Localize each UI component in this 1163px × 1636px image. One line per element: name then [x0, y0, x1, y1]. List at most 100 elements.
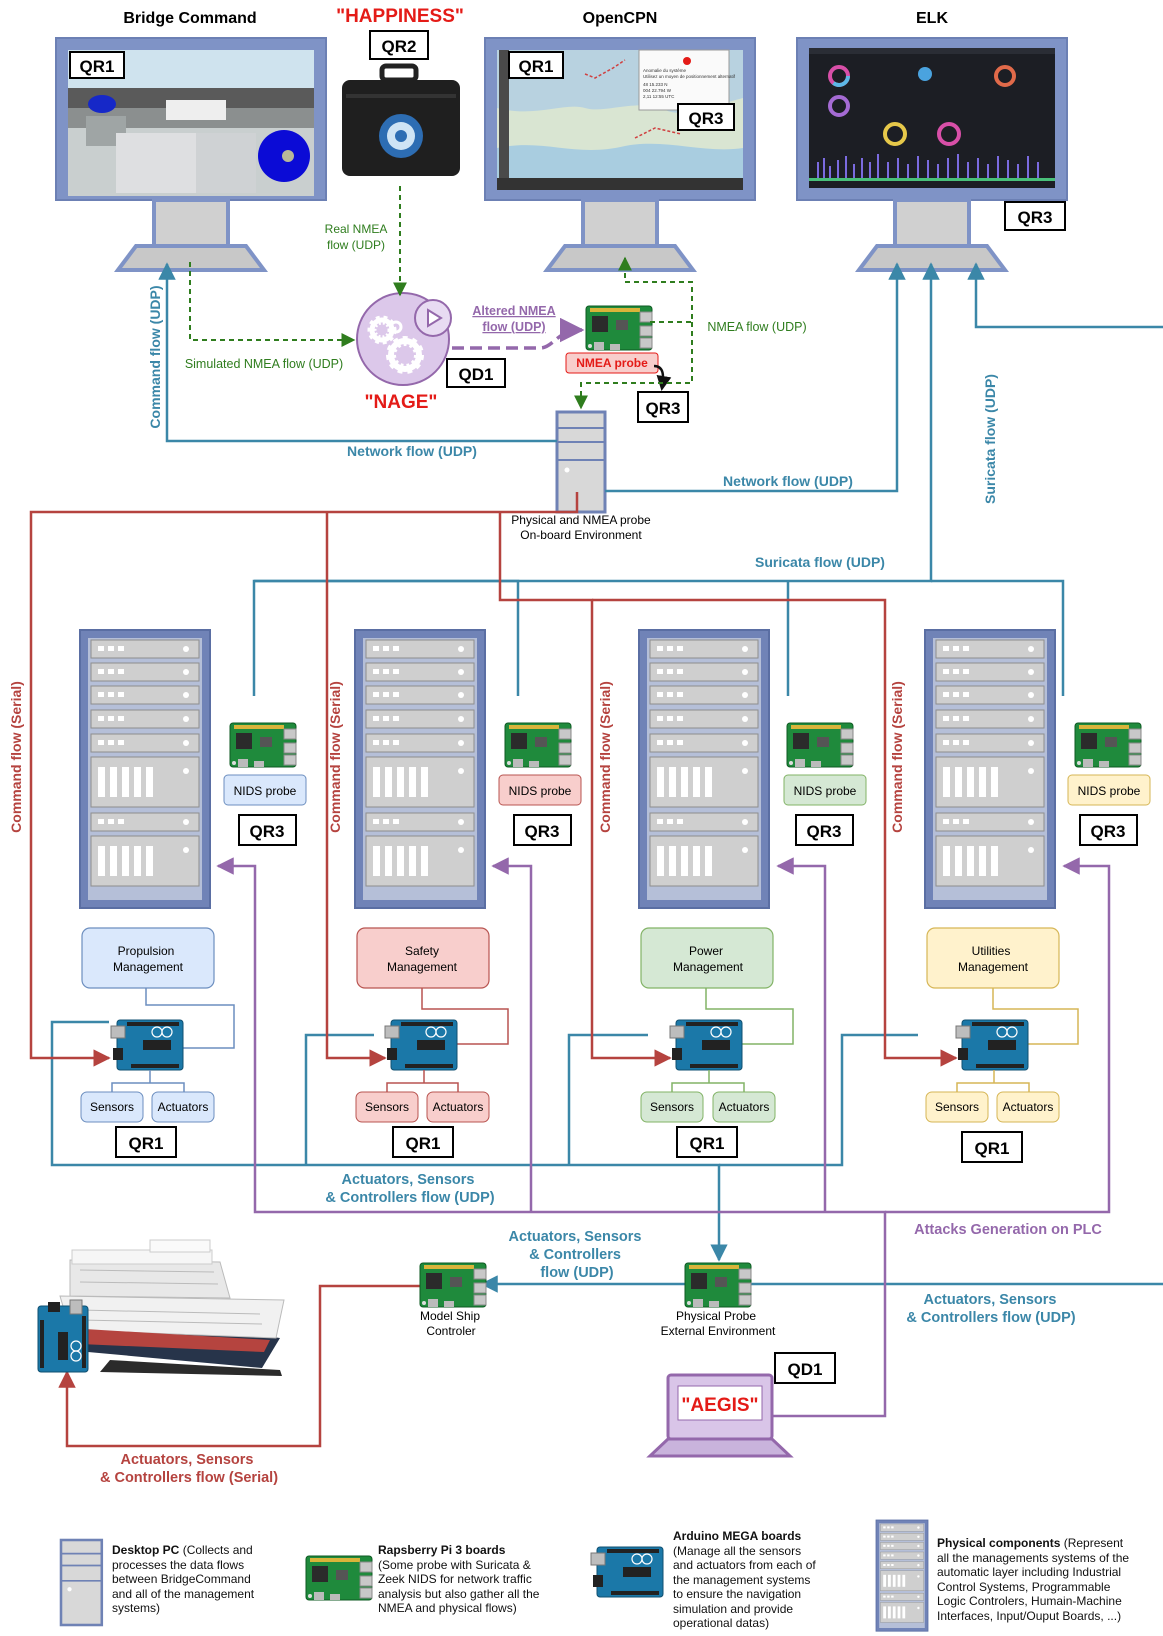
legend-arduino: Arduino MEGA boards (Manage all the sens…: [673, 1529, 843, 1631]
legend-physical-line2: all the managements systems of the: [937, 1550, 1130, 1565]
nids-probe-label-3: NIDS probe: [794, 784, 857, 798]
arduino-qr1-tag-1: QR1: [129, 1134, 164, 1153]
legend-raspberry-title: Rapsberry Pi 3 boards: [378, 1543, 506, 1557]
nids-qr3-tag-4: QR3: [1091, 822, 1126, 841]
nmea-probe-to-qr3-arrow: [653, 364, 672, 391]
happiness-case: [342, 63, 460, 176]
real-nmea-label-1: Real NMEA: [325, 222, 388, 236]
model-ship-image: [56, 1239, 285, 1376]
legend-raspberry: Rapsberry Pi 3 boards (Some probe with S…: [378, 1543, 578, 1616]
elk-title: ELK: [916, 10, 948, 27]
utilities-rack: [924, 629, 1056, 909]
desktop-pc-label-1: Physical and NMEA probe: [511, 513, 651, 527]
nids-probe-label-2: NIDS probe: [509, 784, 572, 798]
arduino-board-1: [110, 1019, 184, 1071]
nids-qr3-tag-1: QR3: [250, 822, 285, 841]
power-label-1: Power: [689, 944, 723, 958]
nmea-probe-label: NMEA probe: [576, 356, 648, 370]
altered-nmea-label-2: flow (UDP): [482, 320, 545, 334]
attacks-generation-label: Attacks Generation on PLC: [914, 1222, 1102, 1238]
nids-probe-board-4: [1074, 722, 1142, 768]
actuators-label-3: Actuators: [719, 1100, 770, 1114]
arduino-board-3: [669, 1019, 743, 1071]
nids-probe-board-2: [504, 722, 572, 768]
asc-mid-label-1: Actuators, Sensors: [509, 1229, 642, 1245]
aegis-label: "AEGIS": [681, 1395, 758, 1416]
opencpn-popup-line4: 004 22.794 W: [643, 88, 672, 93]
elk-qr3-tag: QR3: [1018, 208, 1053, 227]
nmea-probe-board: [585, 305, 653, 351]
sensors-label-1: Sensors: [90, 1100, 134, 1114]
legend-raspberry-line1: (Some probe with Suricata &: [378, 1557, 531, 1572]
nids-qr3-tag-3: QR3: [807, 822, 842, 841]
sensors-label-4: Sensors: [935, 1100, 979, 1114]
legend-desktop-line4: and all of the management: [112, 1586, 255, 1601]
model-ship-controller-board: [419, 1262, 487, 1308]
legend-desktop: Desktop PC (Collects and processes the d…: [112, 1543, 290, 1616]
asc-mid-label-3: flow (UDP): [540, 1265, 613, 1281]
sensors-label-3: Sensors: [650, 1100, 694, 1114]
legend-raspberry-icon: [305, 1555, 373, 1601]
legend-arduino-title: Arduino MEGA boards: [673, 1529, 802, 1543]
nids-probe-board-3: [786, 722, 854, 768]
legend-physical: Physical components (Represent all the m…: [937, 1536, 1162, 1623]
legend-physical-line4: Control Systems, Programmable: [937, 1579, 1111, 1594]
legend-desktop-title: Desktop PC: [112, 1543, 180, 1557]
nmea-flow-label: NMEA flow (UDP): [707, 320, 806, 334]
legend-desktop-line1: (Collects and: [179, 1543, 253, 1557]
legend-rack-icon: [875, 1519, 929, 1632]
bridge-command-screen: [68, 50, 314, 196]
network-blue-flows: [50, 262, 1163, 1293]
arduino-board-4: [955, 1019, 1029, 1071]
command-serial-red-flows: [29, 492, 958, 1448]
bridge-command-title: Bridge Command: [123, 10, 256, 27]
legend-arduino-line5: simulation and provide: [673, 1601, 794, 1616]
legend-physical-line1: (Represent: [1060, 1536, 1124, 1550]
model-ship-label-2: Controler: [426, 1324, 475, 1338]
legend-physical-line5: Logic Controlers, Humain-Machine: [937, 1594, 1122, 1608]
utilities-management-box: Utilities Management: [926, 927, 1079, 1045]
legend-raspberry-line3: analysis but also gather all the: [378, 1586, 540, 1601]
nage-label: "NAGE": [365, 392, 438, 413]
command-serial-label-4: Command flow (Serial): [889, 681, 905, 833]
power-label-2: Management: [673, 960, 744, 974]
utilities-label-1: Utilities: [972, 944, 1011, 958]
happiness-title: "HAPPINESS": [336, 6, 464, 27]
utilities-label-2: Management: [958, 960, 1029, 974]
asc-serial-label-2: & Controllers flow (Serial): [100, 1470, 278, 1486]
nmea-green-flows: [189, 186, 693, 410]
command-serial-label-3: Command flow (Serial): [597, 681, 613, 833]
safety-label-1: Safety: [405, 944, 439, 958]
command-serial-label-1: Command flow (Serial): [8, 681, 24, 833]
propulsion-rack: [79, 629, 211, 909]
opencpn-monitor: Anomalie du système Utilisez un moyen de…: [483, 36, 757, 272]
legend-arduino-icon: [590, 1546, 664, 1598]
opencpn-popup-line2: Utilisez un moyen de positionnement alte…: [643, 74, 736, 79]
network-flow-right-label: Network flow (UDP): [723, 473, 853, 489]
legend-arduino-line2: and actuators from each of: [673, 1558, 816, 1572]
arduino-qr1-tag-3: QR1: [690, 1134, 725, 1153]
bridge-command-monitor: QR1: [54, 36, 328, 272]
desktop-pc-tower: [555, 410, 607, 514]
altered-nmea-label-1: Altered NMEA: [472, 304, 555, 318]
model-ship-label-1: Model Ship: [420, 1309, 480, 1323]
nids-probe-label-1: NIDS probe: [234, 784, 297, 798]
elk-dashboard-screen: [809, 48, 1055, 188]
legend-desktop-line2: processes the data flows: [112, 1557, 245, 1572]
legend-desktop-icon: [59, 1538, 104, 1627]
arduino-qr1-tag-4: QR1: [975, 1139, 1010, 1158]
nids-probe-label-4: NIDS probe: [1078, 784, 1141, 798]
legend-physical-line3: automatic layer including Industrial: [937, 1565, 1122, 1579]
asc-center-label-2: & Controllers flow (UDP): [325, 1190, 494, 1206]
nids-qr3-tag-2: QR3: [525, 822, 560, 841]
propulsion-label-1: Propulsion: [118, 944, 175, 958]
opencpn-qr1-tag: QR1: [519, 57, 554, 76]
nmea-probe-qr3-tag: QR3: [646, 399, 681, 418]
suricata-vertical-label: Suricata flow (UDP): [982, 374, 998, 504]
asc-mid-label-2: & Controllers: [529, 1247, 621, 1263]
asc-center-label-1: Actuators, Sensors: [342, 1172, 475, 1188]
simulated-nmea-label: Simulated NMEA flow (UDP): [185, 357, 343, 371]
altered-nmea-flow: [452, 317, 585, 350]
legend-arduino-line1: (Manage all the sensors: [673, 1543, 802, 1558]
